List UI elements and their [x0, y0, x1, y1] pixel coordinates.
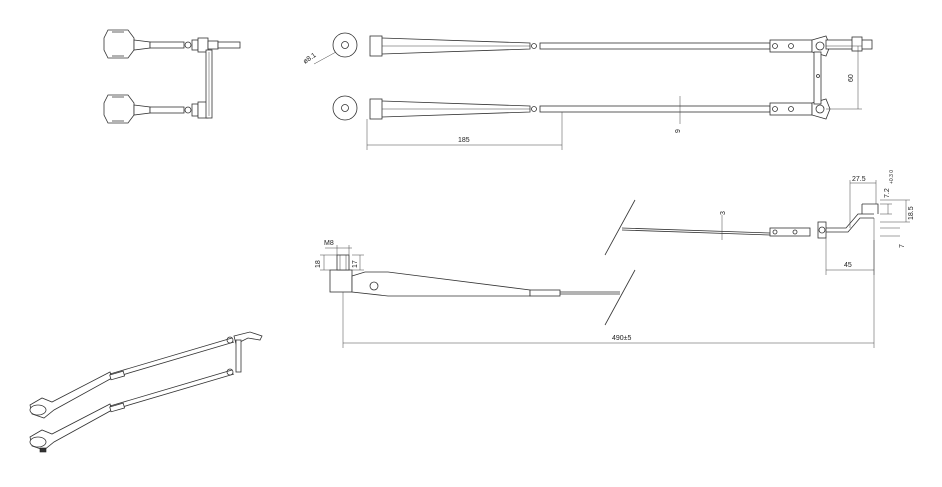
dim-thread-length: 17: [352, 260, 359, 268]
front-view-small: [103, 29, 241, 124]
dim-hook-slot: 7.2: [884, 188, 891, 198]
dim-hook-length: 45: [844, 262, 852, 269]
dim-arm-spacing: 60: [848, 74, 855, 82]
dim-thread: M8: [324, 240, 334, 247]
dim-eye-diameter: ø8.1: [302, 52, 318, 66]
lower-wiper-arm: [332, 95, 831, 121]
dim-hook-width: 27.5: [852, 176, 866, 183]
dim-rod-dia-side: 3: [720, 211, 727, 215]
isometric-view: [29, 331, 263, 453]
dim-boss-height: 18: [315, 260, 322, 268]
dim-total-length: 490±5: [612, 335, 632, 342]
dim-arm-segment: 185: [458, 137, 470, 144]
plan-view: ø8.1 60 185 9: [302, 32, 873, 150]
side-view: M8 18 17 490±5 3 27.5 7.2 +0.3 0 18.5: [315, 170, 915, 348]
dim-rod-dia-top: 9: [675, 129, 682, 133]
dim-hook-height: 18.5: [908, 206, 915, 220]
upper-wiper-arm: [332, 32, 873, 58]
dim-hook-slot-tol: +0.3 0: [889, 170, 895, 184]
dim-hook-offset: 7: [899, 244, 906, 248]
